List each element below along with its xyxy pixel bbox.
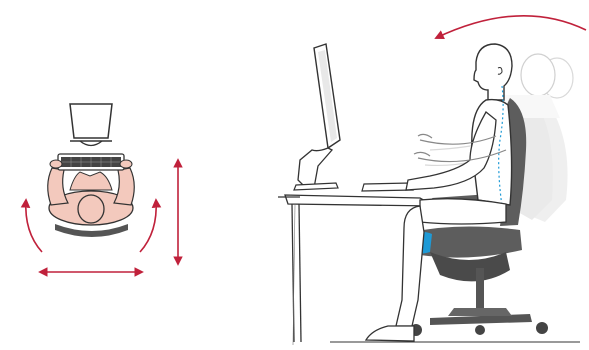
person-seated-icon xyxy=(366,44,512,341)
keyboard-icon xyxy=(362,183,413,191)
curved-arrow-right-icon xyxy=(140,200,156,252)
ghost-hand-1 xyxy=(418,134,432,138)
monitor-icon xyxy=(294,44,340,190)
curved-arrow-recline-icon xyxy=(436,16,586,38)
curved-arrow-left-icon xyxy=(26,200,42,252)
monitor-icon xyxy=(70,104,112,146)
desk-arc-shadow xyxy=(55,224,128,237)
keyboard-icon xyxy=(50,154,132,170)
ghost-hand-2 xyxy=(414,152,430,156)
top-view xyxy=(26,104,178,272)
person-top-view-icon xyxy=(48,168,135,225)
side-view xyxy=(278,16,586,345)
